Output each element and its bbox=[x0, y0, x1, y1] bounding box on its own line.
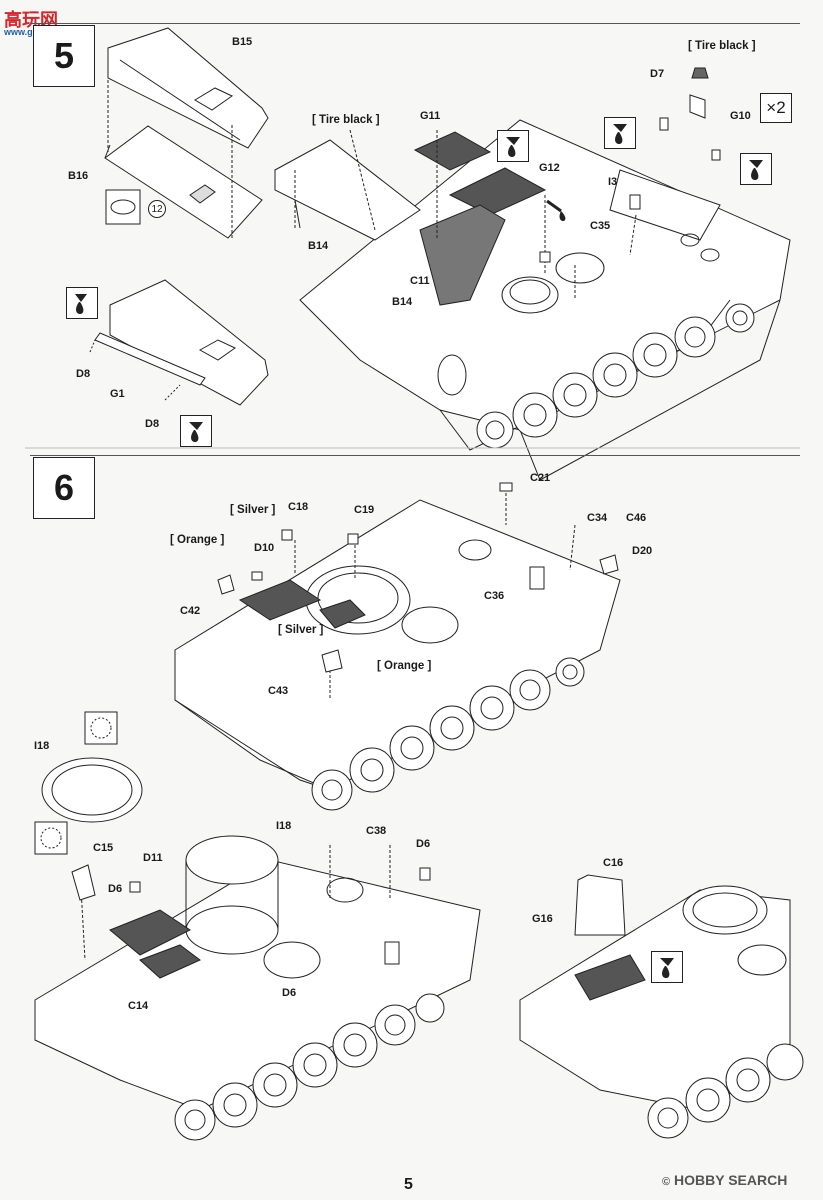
paint-tire-black: [ Tire black ] bbox=[688, 40, 756, 52]
part-label: C11 bbox=[410, 275, 430, 287]
part-label: B14 bbox=[392, 296, 413, 308]
part-label: C19 bbox=[354, 504, 375, 516]
part-label: C14 bbox=[128, 1000, 149, 1012]
cement-icon bbox=[180, 415, 212, 447]
b15-panel-drawing bbox=[107, 27, 269, 149]
part-label: G10 bbox=[730, 110, 751, 122]
paint-tire-black: [ Tire black ] bbox=[312, 114, 380, 126]
part-label: C16 bbox=[603, 857, 624, 869]
part-label: C43 bbox=[268, 685, 289, 697]
copyright-mark: © bbox=[662, 1176, 671, 1188]
part-label: C21 bbox=[530, 472, 551, 484]
step5-frame bbox=[30, 23, 800, 25]
step6-frame bbox=[30, 455, 800, 457]
bottom-left-vehicle-drawing bbox=[34, 835, 481, 1141]
b16-panel-drawing bbox=[104, 125, 263, 239]
part-label: I18 bbox=[276, 820, 292, 832]
cement-icon bbox=[651, 951, 683, 983]
g1-panel-drawing bbox=[89, 279, 269, 406]
part-label: C18 bbox=[288, 501, 309, 513]
circled-ref: 12 bbox=[148, 200, 166, 218]
cement-icon bbox=[740, 153, 772, 185]
cement-icon bbox=[66, 287, 98, 319]
paint-silver: [ Silver ] bbox=[230, 504, 276, 516]
cement-icon bbox=[604, 117, 636, 149]
part-label: C46 bbox=[626, 512, 647, 524]
cement-applicator-icon bbox=[543, 197, 569, 223]
part-label: B14 bbox=[308, 240, 329, 252]
bottom-right-vehicle-drawing bbox=[519, 874, 804, 1139]
step6-vehicle-drawing bbox=[174, 482, 621, 811]
part-label: D6 bbox=[282, 987, 297, 999]
part-label: G1 bbox=[110, 388, 125, 400]
paint-orange: [ Orange ] bbox=[170, 534, 225, 546]
part-label: I3 bbox=[608, 176, 618, 188]
step-6-box: 6 bbox=[33, 457, 95, 519]
part-label: C35 bbox=[590, 220, 611, 232]
quantity-box: ×2 bbox=[760, 93, 792, 123]
cement-icon bbox=[497, 130, 529, 162]
i18-ring-drawing bbox=[34, 711, 143, 855]
part-label: B15 bbox=[232, 36, 253, 48]
paint-silver: [ Silver ] bbox=[278, 624, 324, 636]
part-label: C34 bbox=[587, 512, 608, 524]
part-label: D7 bbox=[650, 68, 665, 80]
footer-brand-2: SEARCH bbox=[728, 1172, 788, 1188]
quantity-label: ×2 bbox=[766, 98, 786, 117]
part-label: D8 bbox=[76, 368, 91, 380]
part-label: C42 bbox=[180, 605, 201, 617]
part-label: I18 bbox=[34, 740, 50, 752]
part-label: G11 bbox=[420, 110, 441, 122]
part-label: C38 bbox=[366, 825, 387, 837]
part-label: D8 bbox=[145, 418, 160, 430]
part-label: G12 bbox=[539, 162, 560, 174]
step-5-box: 5 bbox=[33, 25, 95, 87]
part-label: B16 bbox=[68, 170, 89, 182]
part-label: C15 bbox=[93, 842, 114, 854]
paint-orange: [ Orange ] bbox=[377, 660, 432, 672]
part-label: D6 bbox=[108, 883, 123, 895]
part-label: D10 bbox=[254, 542, 275, 554]
part-label: D20 bbox=[632, 545, 653, 557]
footer-logo: © HOBBY SEARCH bbox=[662, 1172, 787, 1188]
part-label: G16 bbox=[532, 913, 553, 925]
circled-ref-number: 12 bbox=[151, 203, 163, 215]
part-label: C36 bbox=[484, 590, 505, 602]
footer-brand: HOBBY bbox=[674, 1172, 725, 1188]
part-label: D11 bbox=[143, 852, 163, 864]
page-number: 5 bbox=[404, 1176, 413, 1193]
part-label: D6 bbox=[416, 838, 431, 850]
step5-vehicle-drawing bbox=[274, 67, 791, 481]
